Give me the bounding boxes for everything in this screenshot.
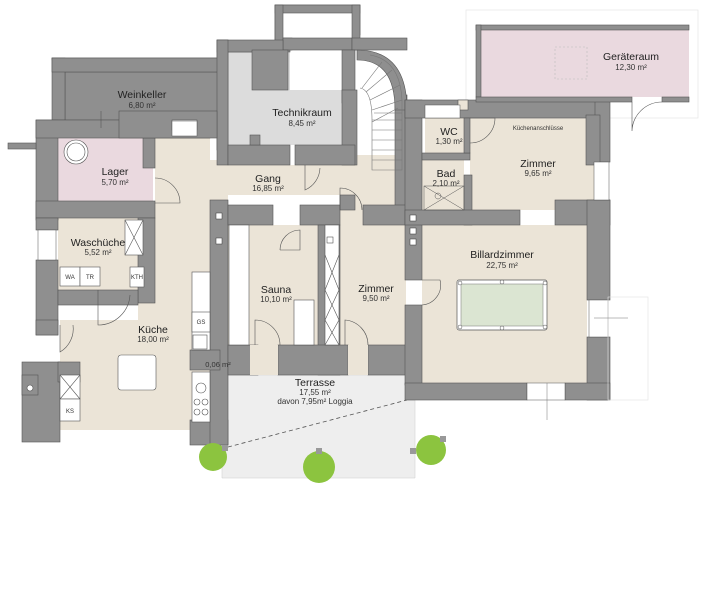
room-area-billardzimmer: 22,75 m² (486, 261, 518, 270)
shower (423, 185, 465, 211)
zimmer-965-floor (470, 118, 595, 210)
doors (59, 101, 663, 353)
zimmer-950-floor (340, 210, 406, 345)
wc-floor (425, 118, 465, 153)
room-area-weinkeller: 6,80 m² (128, 101, 155, 110)
room-area-waschkueche: 5,52 m² (84, 248, 111, 257)
room-name-geraeteraum: Geräteraum (603, 51, 659, 63)
staircase (359, 54, 403, 171)
room-area-terrasse: 17,55 m² (299, 388, 331, 397)
tree-icon (416, 435, 446, 465)
room-name-zimmer-950: Zimmer (358, 283, 394, 295)
bad-floor (422, 160, 464, 210)
tree-icon (199, 443, 227, 471)
kth-label: KTH (131, 275, 143, 281)
room-name-waschkueche: Waschüche (71, 237, 126, 249)
room-name-terrasse: Terrasse (295, 377, 335, 389)
kuechenanschluesse-label: Küchenanschlüsse (513, 126, 564, 132)
walls (7, 4, 690, 446)
kitchen-counter (117, 271, 211, 423)
room-name-technikraum: Technikraum (272, 107, 332, 119)
tr-label: TR (86, 275, 95, 281)
room-area-bad: 2,10 m² (432, 179, 459, 188)
tree-icon (303, 451, 335, 483)
fridge-cabinet (26, 374, 81, 422)
sauna-benches (228, 224, 315, 346)
room-name-wc: WC (440, 126, 458, 138)
gs-label: GS (197, 320, 206, 326)
room-area-zimmer-950: 9,50 m² (362, 294, 389, 303)
geraeteraum-floor (481, 30, 689, 97)
room-name-gang: Gang (255, 173, 281, 185)
laundry-appliances (59, 219, 145, 288)
small-area-label: 0,06 m² (205, 360, 231, 369)
tank-icon (63, 139, 89, 165)
ks-label: KS (66, 409, 74, 415)
room-name-zimmer-965: Zimmer (520, 158, 556, 170)
room-area-technikraum: 8,45 m² (288, 119, 315, 128)
loggia-boundary (227, 399, 408, 448)
room-area-lager: 5,70 m² (101, 178, 128, 187)
room-area-wc: 1,30 m² (435, 137, 462, 146)
room-name-bad: Bad (437, 168, 456, 180)
room-area-sauna: 10,10 m² (260, 295, 292, 304)
hatch (554, 46, 588, 80)
room-area-zimmer-965: 9,65 m² (524, 169, 551, 178)
trees (199, 435, 446, 483)
closet (324, 224, 340, 346)
windows (37, 104, 610, 401)
technikraum-floor (228, 50, 355, 150)
billiard-table (456, 279, 548, 331)
room-area-kueche: 18,00 m² (137, 335, 169, 344)
vent-icons (215, 212, 417, 246)
room-name-lager: Lager (102, 166, 129, 178)
wa-label: WA (65, 275, 74, 281)
room-name-weinkeller: Weinkeller (118, 89, 167, 101)
room-area-geraeteraum: 12,30 m² (615, 63, 647, 72)
room-name-kueche: Küche (138, 324, 168, 336)
room-name-billardzimmer: Billardzimmer (470, 249, 534, 261)
room-area-gang: 16,85 m² (252, 184, 284, 193)
room-name-sauna: Sauna (261, 284, 292, 296)
terrasse-note: davon 7,95m² Loggia (277, 397, 353, 406)
